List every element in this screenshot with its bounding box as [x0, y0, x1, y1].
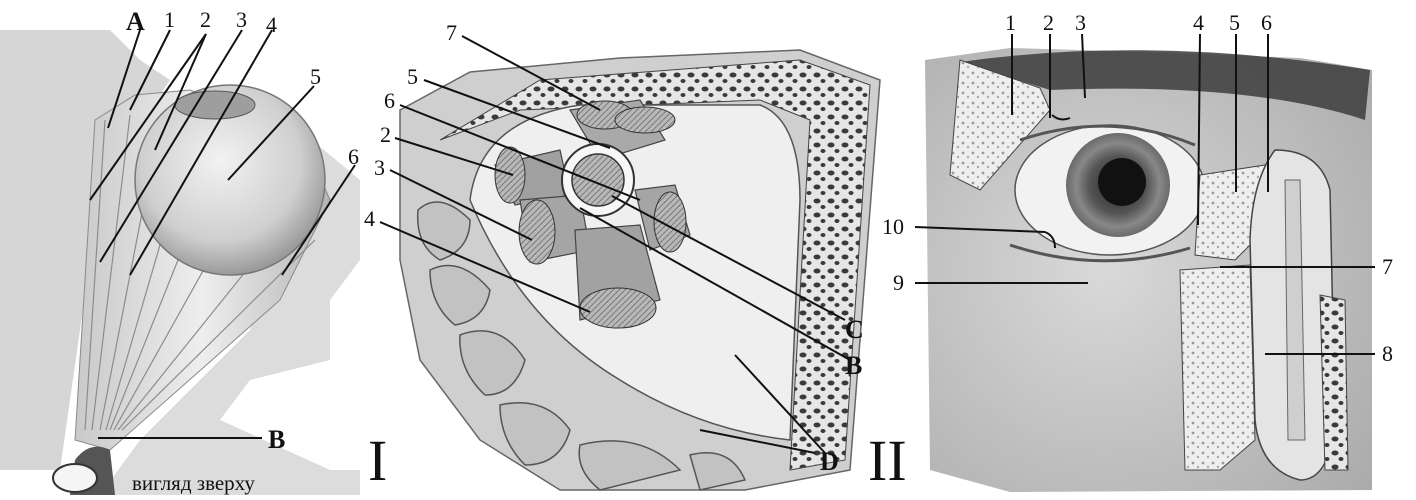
- left-label-a: A: [126, 7, 145, 36]
- right-label-4: 4: [1193, 10, 1204, 35]
- mid-roman-numeral: I: [368, 428, 387, 493]
- optic-canal: [53, 464, 97, 492]
- right-label-1: 1: [1005, 10, 1016, 35]
- right-label-10: 10: [882, 214, 904, 239]
- mid-label-3: 3: [374, 155, 385, 180]
- right-label-6: 6: [1261, 10, 1272, 35]
- right-label-9: 9: [893, 270, 904, 295]
- cornea: [175, 91, 255, 119]
- left-label-1: 1: [164, 7, 175, 32]
- mid-label-b: B: [845, 351, 862, 380]
- panel-middle-orbit-section: 7 5 6 2 3 4 C B D I: [364, 20, 880, 493]
- left-label-b: B: [268, 425, 285, 454]
- right-roman-numeral: II: [868, 428, 907, 493]
- right-label-8: 8: [1382, 341, 1393, 366]
- left-label-5: 5: [310, 64, 321, 89]
- right-label-5: 5: [1229, 10, 1240, 35]
- maxilla-section: [1180, 265, 1255, 470]
- pupil: [1098, 158, 1146, 206]
- left-label-4: 4: [266, 12, 277, 37]
- turbinate-section: [1320, 295, 1348, 470]
- mid-label-c: C: [845, 315, 864, 344]
- right-label-3: 3: [1075, 10, 1086, 35]
- mid-label-6: 6: [384, 88, 395, 113]
- mid-label-5: 5: [407, 64, 418, 89]
- right-label-2: 2: [1043, 10, 1054, 35]
- left-caption: вигляд зверху: [132, 471, 255, 495]
- muscle-cut-4: [580, 288, 656, 328]
- panel-right-eyelid-section: 1 2 3 4 5 6 10 9 7 8 II: [868, 10, 1393, 493]
- muscle-cut-5: [615, 107, 675, 133]
- mid-label-4: 4: [364, 206, 375, 231]
- mid-label-7: 7: [446, 20, 457, 45]
- mid-label-2: 2: [380, 122, 391, 147]
- right-label-7: 7: [1382, 254, 1393, 279]
- mid-label-d: D: [820, 447, 839, 476]
- left-label-3: 3: [236, 7, 247, 32]
- left-label-6: 6: [348, 144, 359, 169]
- muscle-cut-3: [519, 200, 555, 264]
- left-label-2: 2: [200, 7, 211, 32]
- panel-left-top-view: A 1 2 3 4 5 6 B вигляд зверху: [0, 7, 360, 495]
